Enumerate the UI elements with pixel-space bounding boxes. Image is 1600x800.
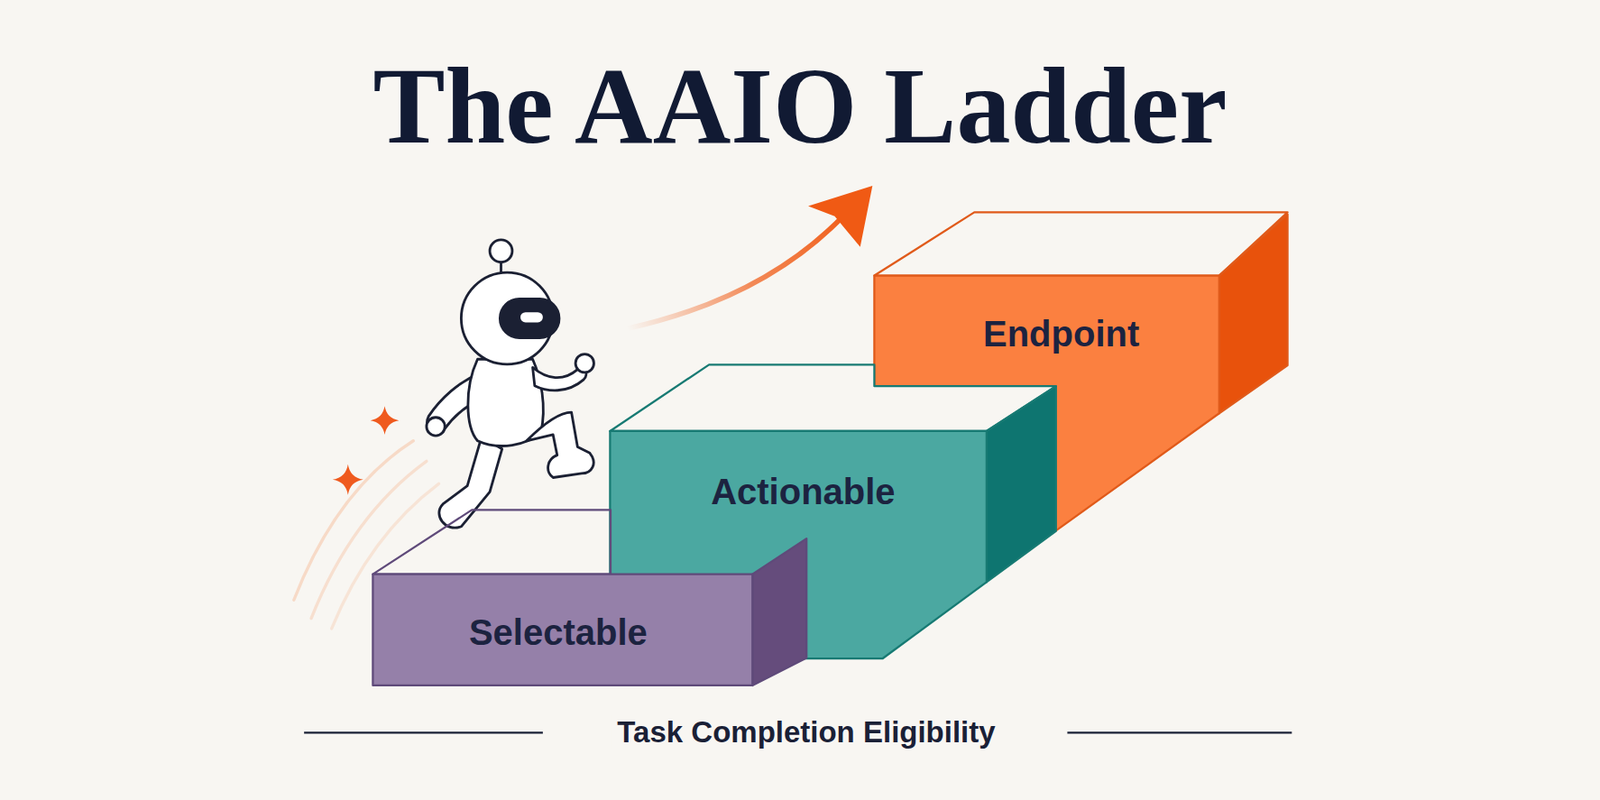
arrow-shaft bbox=[627, 214, 846, 330]
sparkle bbox=[332, 464, 364, 496]
robot-leg bbox=[439, 436, 503, 528]
growth-arrow bbox=[627, 185, 874, 329]
block-front bbox=[874, 275, 1220, 531]
robot-visor bbox=[499, 298, 560, 338]
block-front bbox=[610, 430, 987, 658]
step-block: Selectable bbox=[369, 506, 810, 689]
block-side bbox=[1219, 214, 1288, 414]
block-top bbox=[372, 510, 611, 575]
step-label: Selectable bbox=[468, 612, 648, 653]
robot-hand bbox=[575, 354, 594, 373]
robot-leg bbox=[526, 412, 594, 478]
block-shape bbox=[369, 506, 810, 689]
robot-hand bbox=[426, 417, 445, 436]
caption-rule bbox=[1066, 731, 1292, 734]
caption-rule bbox=[303, 731, 543, 734]
block-front bbox=[372, 574, 753, 686]
diagram-title: The AAIO Ladder bbox=[0, 46, 1600, 166]
robot-antenna-tip bbox=[489, 239, 513, 263]
block-top bbox=[874, 211, 1288, 276]
block-side bbox=[986, 386, 1057, 582]
step-label: Actionable bbox=[710, 471, 895, 513]
sparkle bbox=[370, 405, 400, 435]
diagram-caption: Task Completion Eligibility bbox=[611, 715, 1001, 750]
arrow-head bbox=[808, 185, 873, 248]
robot bbox=[426, 239, 595, 528]
step-label: Endpoint bbox=[983, 312, 1140, 354]
sparkles bbox=[332, 405, 400, 495]
robot-eye bbox=[520, 312, 543, 322]
